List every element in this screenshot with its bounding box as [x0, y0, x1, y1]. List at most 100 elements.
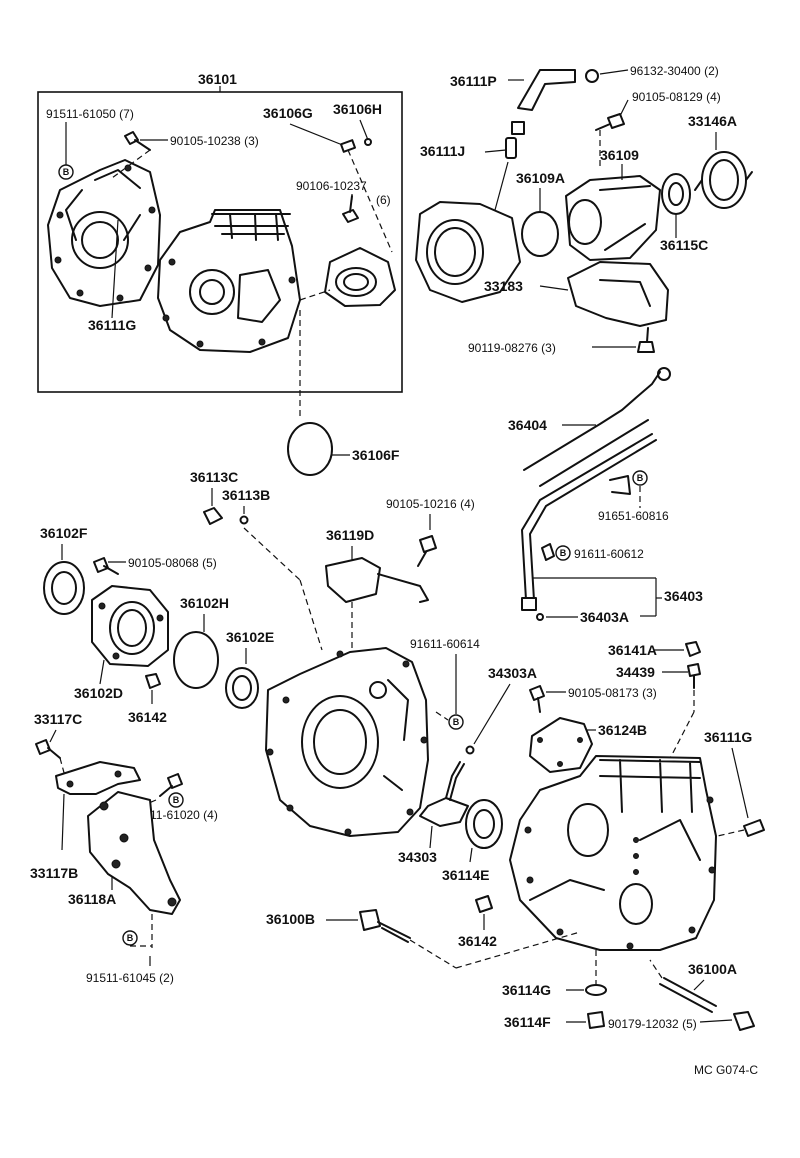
label-36100B: 36100B — [266, 911, 315, 927]
label-36106F: 36106F — [352, 447, 400, 463]
label-36114E: 36114E — [442, 867, 490, 883]
label-36403A: 36403A — [580, 609, 629, 625]
label-90105-08129: 90105-08129 (4) — [632, 90, 721, 104]
label-33183: 33183 — [484, 278, 523, 294]
label-36114F: 36114F — [504, 1014, 551, 1030]
bolt-34439 — [687, 663, 701, 689]
svg-text:B: B — [637, 473, 644, 483]
svg-text:B: B — [173, 795, 180, 805]
b-marker: B — [122, 930, 138, 946]
bracket-33117B — [55, 761, 141, 795]
bolt-90106-10237 — [342, 195, 359, 223]
label-36119D: 36119D — [326, 527, 374, 543]
speed-sensor-36119D — [325, 557, 429, 603]
breather-hose-36111P — [517, 69, 576, 111]
nut-36142-left — [145, 673, 161, 689]
transaxle-case-right — [509, 755, 717, 951]
bolt-90105-08173 — [529, 685, 545, 713]
label-36100A: 36100A — [688, 961, 737, 977]
gasket-36114G — [585, 984, 607, 996]
transaxle-housing — [265, 647, 429, 837]
label-36113B: 36113B — [222, 487, 270, 503]
b-marker: B — [555, 545, 571, 561]
oring-36403A — [536, 613, 544, 621]
oring-36102H — [173, 631, 219, 689]
label-36109A: 36109A — [516, 170, 565, 186]
label-36142-left: 36142 — [128, 709, 167, 725]
label-90105-08068: 90105-08068 (5) — [128, 556, 217, 570]
nut-36141A — [685, 641, 701, 657]
label-36142-bottom: 36142 — [458, 933, 497, 949]
label-91511-61045: 91511-61045 (2) — [86, 971, 174, 985]
b-marker: B — [632, 470, 648, 486]
plug-36114F — [587, 1011, 605, 1029]
dipstick-tube-36403 — [521, 433, 657, 611]
bolt-90105-08068 — [93, 557, 119, 575]
label-36102E: 36102E — [226, 629, 274, 645]
label-36102H: 36102H — [180, 595, 229, 611]
plug-36113C — [203, 507, 223, 525]
breather-plug-36111J — [505, 121, 525, 159]
label-90105-10238: 90105-10238 (3) — [170, 134, 259, 148]
label-33117C: 33117C — [34, 711, 82, 727]
label-36111J: 36111J — [420, 143, 465, 159]
bolt-90105-08129 — [595, 113, 625, 131]
label-34303: 34303 — [398, 849, 437, 865]
b-marker: B — [58, 164, 74, 180]
extension-housing-36109 — [565, 175, 661, 261]
cover-36124B — [529, 717, 593, 773]
b-marker: B — [168, 792, 184, 808]
clamp-96132-30400 — [585, 69, 599, 83]
figure-code: MC G074-C — [694, 1063, 758, 1077]
svg-text:B: B — [560, 548, 567, 558]
label-90106-10237: 90106-10237 — [296, 179, 367, 193]
seal-36102E — [225, 667, 259, 709]
label-36109: 36109 — [600, 147, 639, 163]
label-36102F: 36102F — [40, 525, 88, 541]
label-90106-10237-qty: (6) — [376, 193, 391, 207]
transaxle-case — [157, 209, 301, 353]
plug-36106G — [339, 139, 357, 153]
detent-34303 — [419, 761, 469, 827]
bolt-91611-60612 — [541, 543, 555, 561]
label-34303A: 34303A — [488, 665, 537, 681]
label-36115C: 36115C — [660, 237, 708, 253]
oring-36106F — [287, 422, 333, 476]
bracket-33183 — [567, 261, 669, 327]
label-36113C: 36113C — [190, 469, 238, 485]
oring-36113B — [239, 515, 249, 525]
bearing-retainer — [324, 247, 396, 307]
bolt-90105-10216 — [417, 535, 437, 567]
label-34439: 34439 — [616, 664, 655, 680]
seal-36115C — [661, 173, 691, 215]
bolt-91511-61020 — [159, 773, 183, 797]
label-36403: 36403 — [664, 588, 703, 604]
label-96132-30400: 96132-30400 (2) — [630, 64, 719, 78]
bolt-90105-10238 — [124, 131, 151, 151]
label-36101: 36101 — [198, 71, 237, 87]
label-90179-12032: 90179-12032 (5) — [608, 1017, 697, 1031]
label-36106G: 36106G — [263, 105, 313, 121]
label-90105-10216: 90105-10216 (4) — [386, 497, 475, 511]
case-cover-left — [47, 159, 161, 307]
seal-36102F — [43, 561, 85, 615]
b-marker: B — [448, 714, 464, 730]
label-36111P: 36111P — [450, 73, 497, 89]
label-36404: 36404 — [508, 417, 547, 433]
label-90119-08276: 90119-08276 (3) — [468, 341, 556, 355]
svg-text:B: B — [453, 717, 460, 727]
label-36106H: 36106H — [333, 101, 382, 117]
label-33146A: 33146A — [688, 113, 737, 129]
mount-bracket-36118A — [87, 791, 181, 915]
label-91651-60816: 91651-60816 — [598, 509, 669, 523]
label-36111G-right: 36111G — [704, 729, 752, 745]
oring-36106H — [364, 138, 372, 146]
label-36141A: 36141A — [608, 642, 657, 658]
bolt-36100B — [359, 909, 411, 943]
retainer-36102D — [91, 585, 169, 667]
dipstick-36404 — [523, 367, 671, 487]
label-36111G-top: 36111G — [88, 317, 136, 333]
oring-34303A — [465, 745, 475, 755]
stud-36100A — [659, 977, 717, 1013]
